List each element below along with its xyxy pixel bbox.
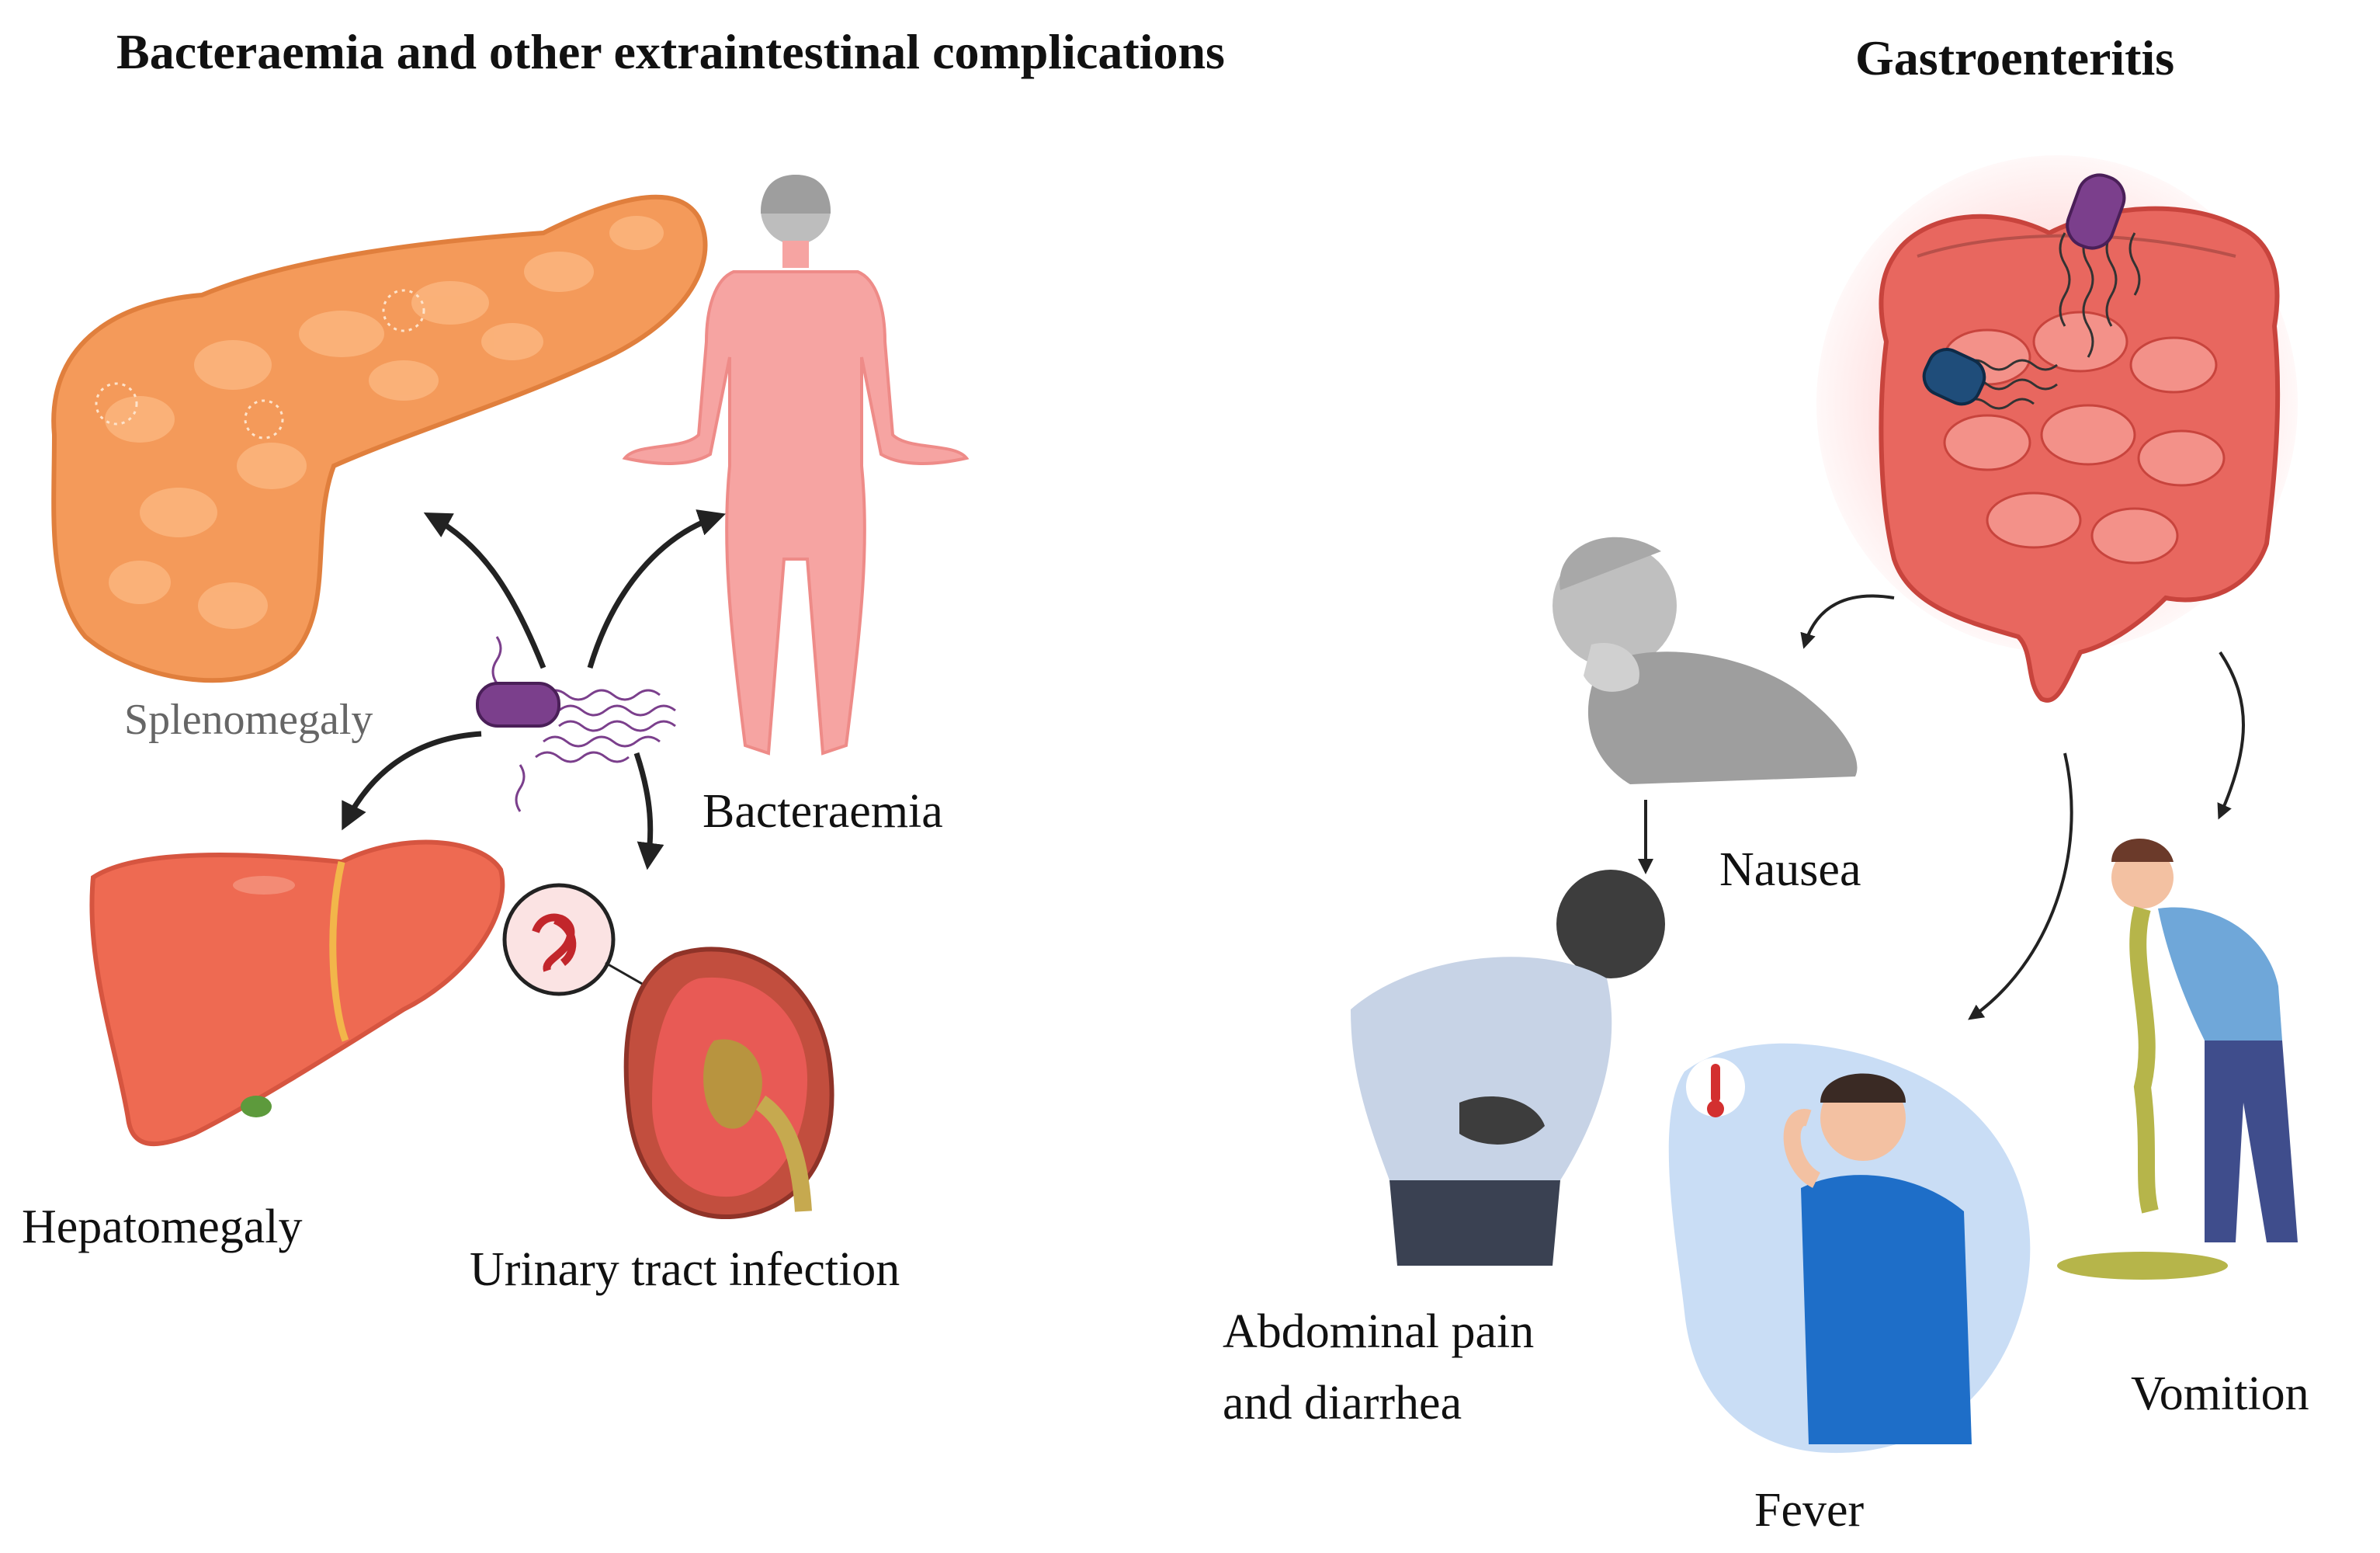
bacterium-purple-icon [2059, 173, 2141, 358]
spleen-illustration [51, 194, 708, 683]
arrow-to-body [587, 509, 726, 669]
human-body-illustration [622, 175, 970, 756]
label-bacteraemia: Bacteraemia [703, 785, 943, 838]
kidney-illustration [502, 883, 834, 1219]
label-nausea: Nausea [1719, 843, 1861, 896]
liver-illustration [89, 839, 505, 1147]
intestine-illustration [1816, 155, 2298, 703]
fever-person-illustration [1668, 1043, 2031, 1454]
right-arrows [1638, 594, 2245, 1020]
left-panel-heading: Bacteraemia and other extraintestinal co… [116, 24, 1225, 79]
label-abdominal-pain-line2: and diarrhea [1223, 1377, 1462, 1430]
label-fever: Fever [1754, 1484, 1865, 1537]
left-arrows [342, 509, 726, 870]
label-vomition: Vomition [2131, 1367, 2309, 1420]
arrow-to-fever [1968, 752, 2073, 1020]
arrow-to-nausea [1800, 594, 1895, 649]
label-abdominal-pain-line1: Abdominal pain [1223, 1305, 1535, 1358]
bacterium-blue-icon [1922, 348, 2058, 410]
vomiting-person-illustration [2057, 839, 2298, 1280]
right-panel-heading: Gastroenteritis [1855, 30, 2175, 85]
label-splenomegaly: Splenomegaly [124, 696, 373, 744]
arrow-to-spleen [423, 512, 546, 669]
arrow-to-vomition [2217, 651, 2245, 820]
bacterium-icon [476, 636, 676, 812]
nausea-person-illustration [1553, 537, 1858, 784]
abdominal-pain-person-illustration [1351, 870, 1665, 1266]
arrow-to-kidney [633, 752, 664, 870]
label-hepatomegaly: Hepatomegaly [22, 1200, 303, 1253]
label-urinary-tract-infection: Urinary tract infection [470, 1243, 900, 1296]
arrow-to-liver [342, 731, 482, 831]
